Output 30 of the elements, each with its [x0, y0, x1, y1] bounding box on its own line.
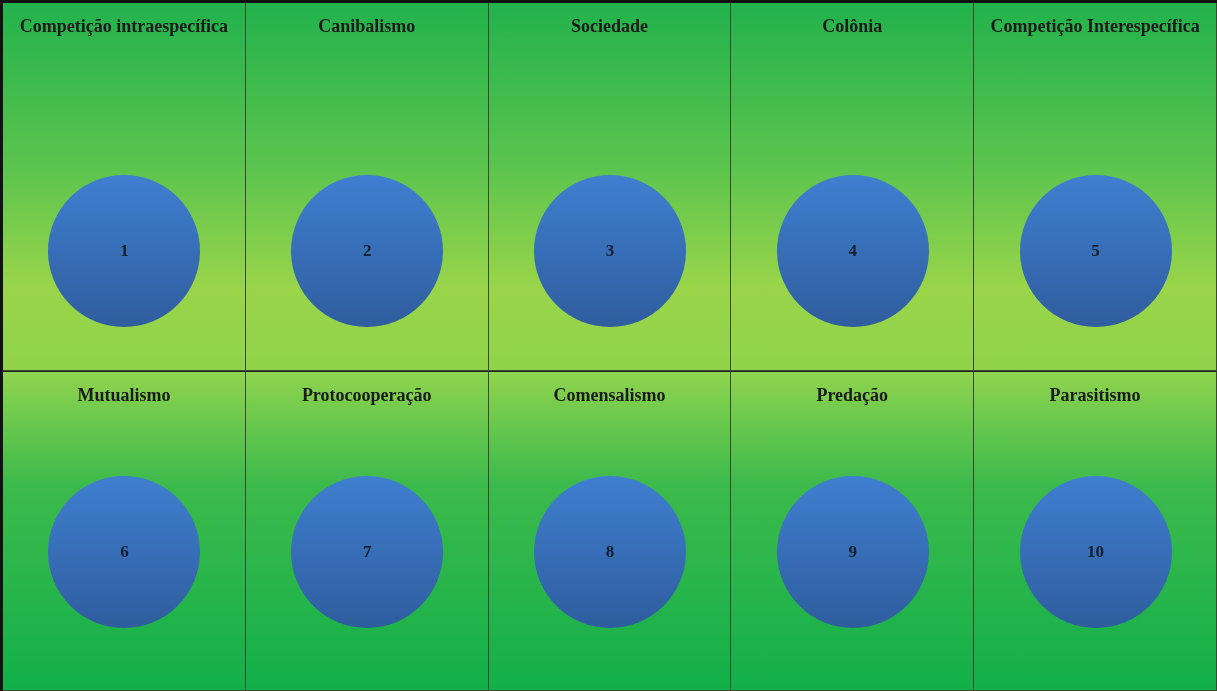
cell-heading: Canibalismo — [317, 15, 417, 38]
circle-number: 6 — [120, 542, 129, 562]
cell-heading: Predação — [815, 384, 890, 407]
grid-cell — [731, 3, 975, 371]
grid-cell — [3, 3, 246, 371]
grid-cell — [974, 3, 1217, 371]
circle-number: 3 — [605, 241, 615, 261]
circle-number: 5 — [1091, 241, 1100, 261]
circle-number: 2 — [362, 241, 372, 261]
circle-number: 8 — [605, 542, 615, 562]
grid-cell — [488, 371, 732, 691]
grid-cell — [731, 371, 975, 691]
circle-number: 10 — [1087, 542, 1105, 562]
cell-heading: Competição intraespecífica — [18, 15, 230, 38]
cell-heading: Parasitismo — [1048, 384, 1142, 407]
grid-cell — [245, 371, 489, 691]
circle-number: 7 — [362, 542, 372, 562]
cell-heading: Competição Interespecífica — [989, 15, 1201, 38]
grid-cell — [974, 371, 1217, 691]
cell-heading: Protocooperação — [300, 384, 433, 407]
grid-cell — [488, 3, 732, 371]
cell-heading: Sociedade — [570, 15, 649, 38]
circle-number: 1 — [120, 241, 129, 261]
grid-cell — [245, 3, 489, 371]
circle-number: 4 — [848, 241, 858, 261]
cell-heading: Comensalismo — [552, 384, 667, 407]
cell-heading: Mutualismo — [76, 384, 172, 407]
grid-cell — [3, 371, 246, 691]
circle-number: 9 — [848, 542, 858, 562]
cell-heading: Colônia — [821, 15, 884, 38]
